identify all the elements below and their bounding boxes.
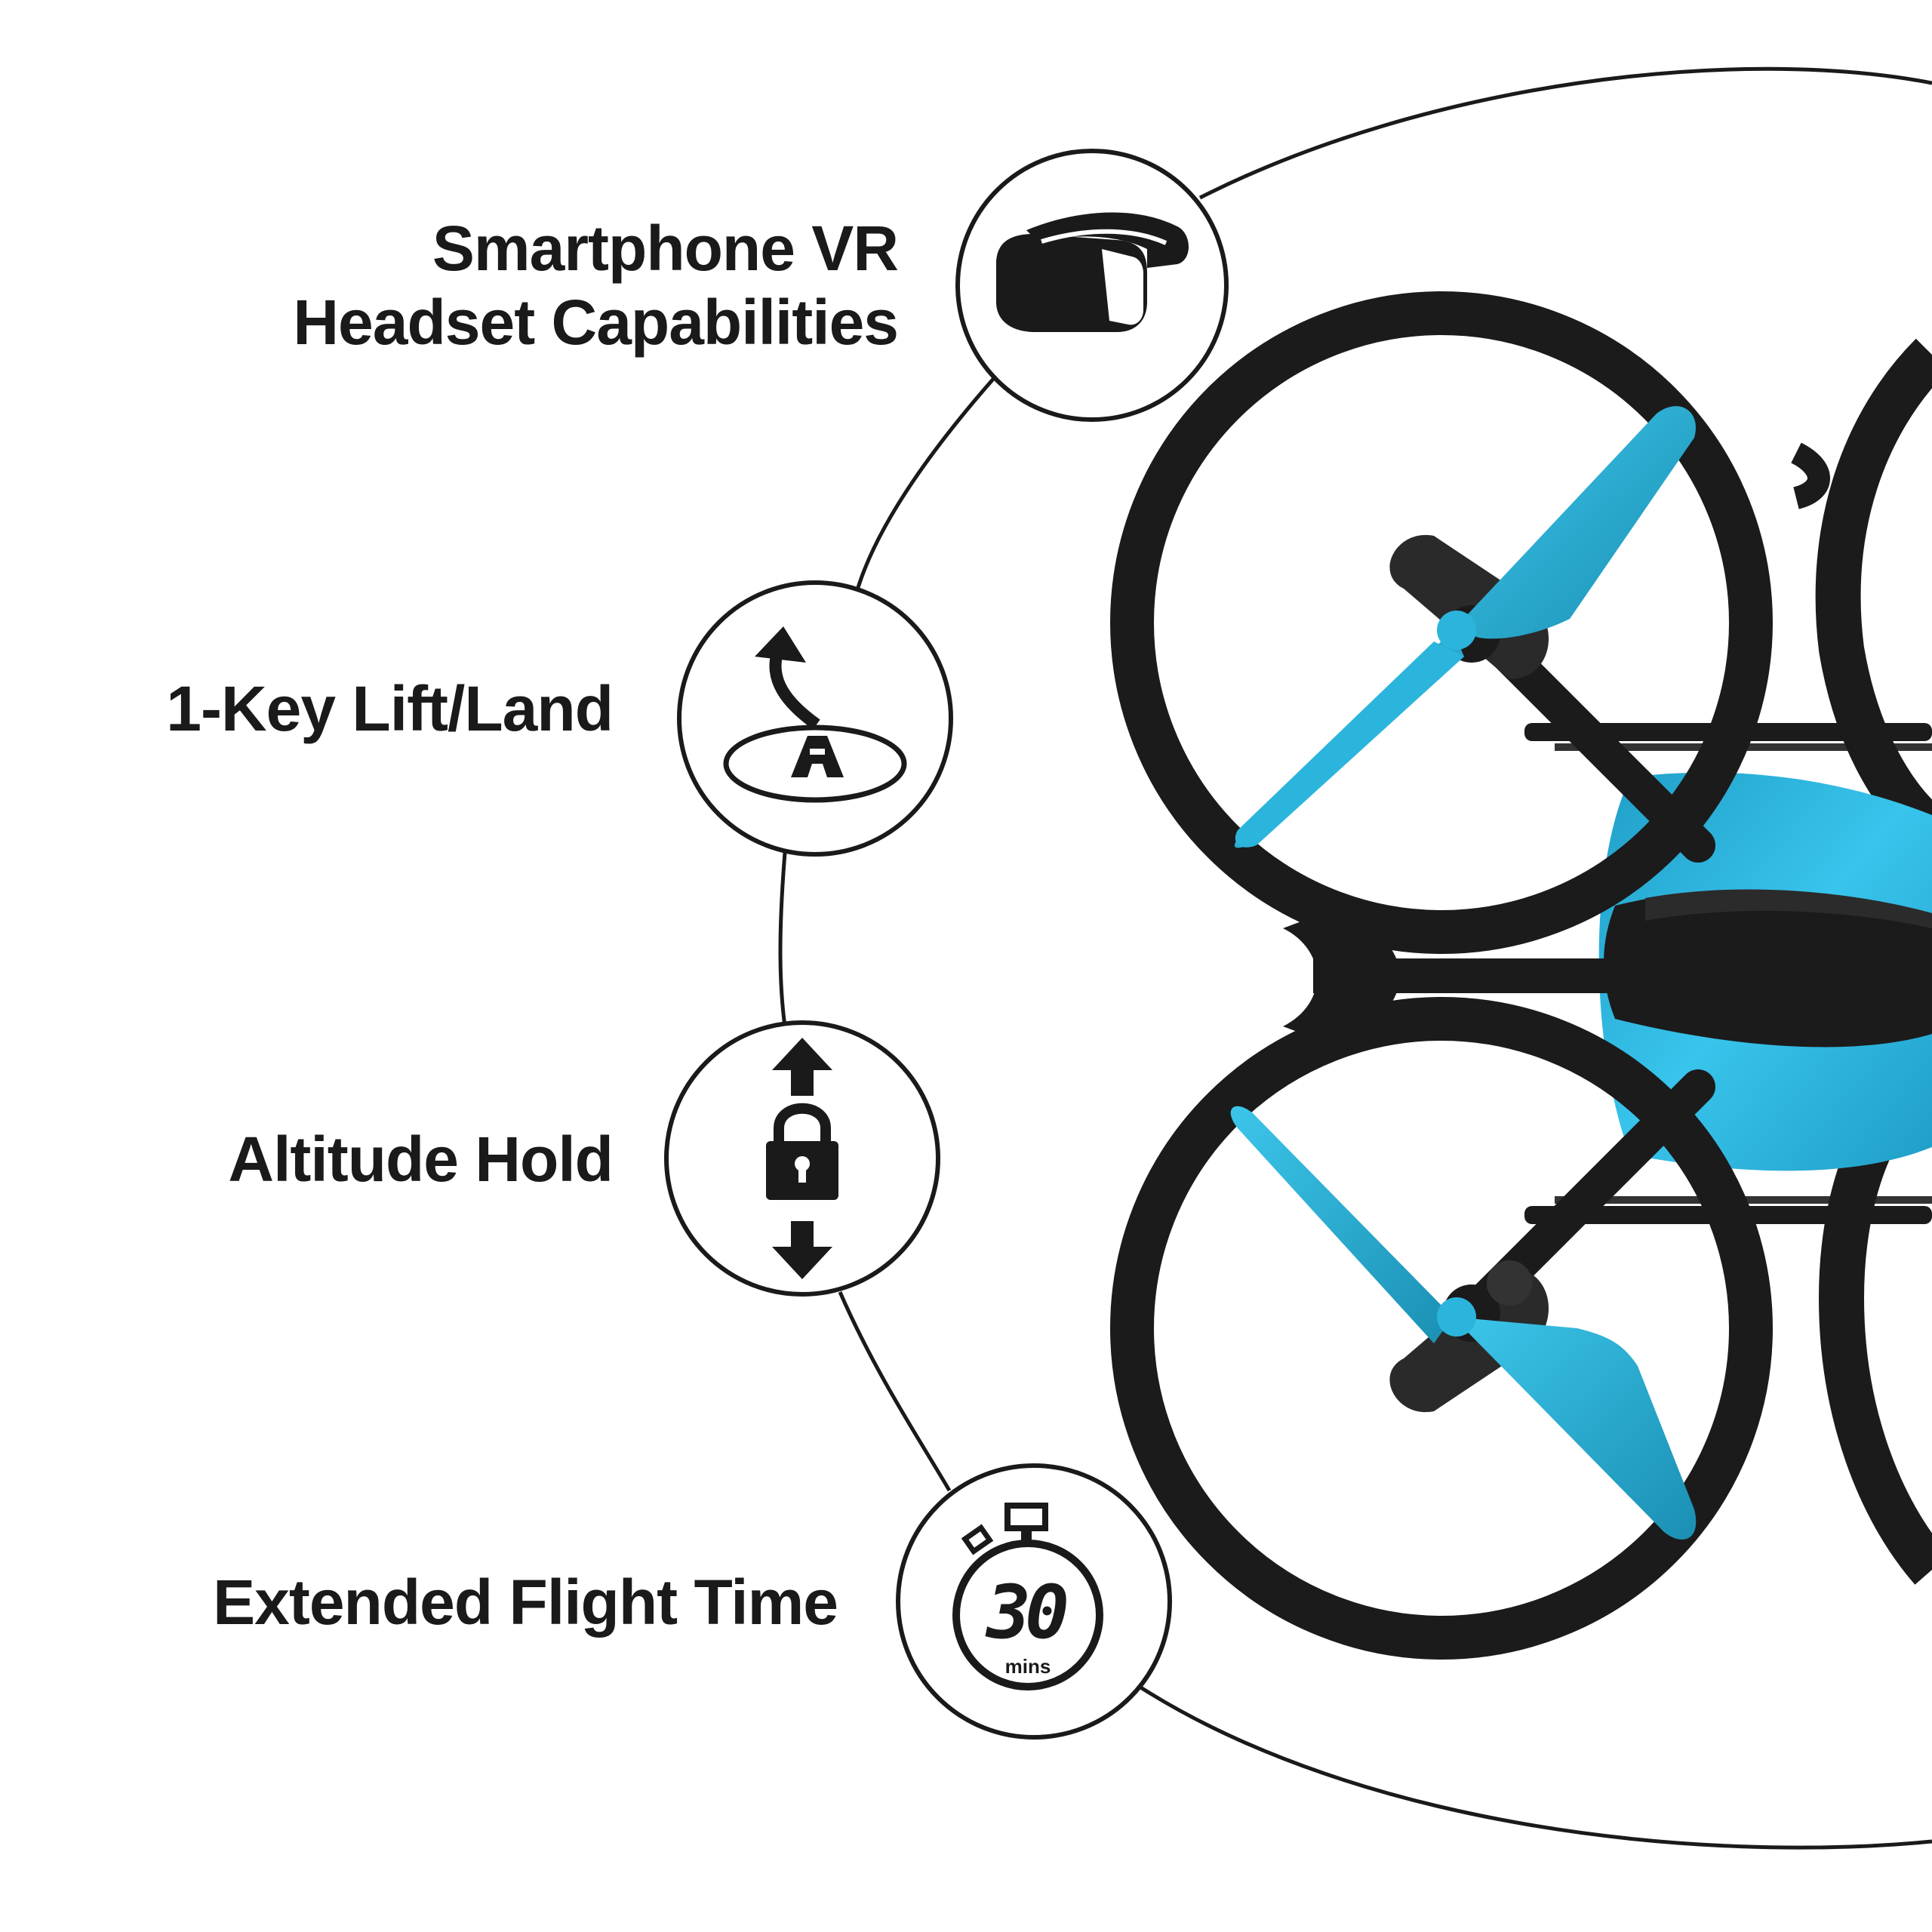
feature-label-altitude-block: Altitude Hold [0, 1122, 614, 1205]
feature-label-vr-line2: Headset Capabilities [293, 287, 899, 358]
connector-arc [854, 376, 996, 593]
outer-outline-arc [1138, 1684, 1932, 1850]
rotor-guard-top-right [1815, 338, 1932, 848]
feature-label-flight: Extended Flight Time [213, 1567, 838, 1638]
feature-label-altitude: Altitude Hold [228, 1124, 614, 1195]
feature-label-lift-block: 1-Key Lift/Land [0, 672, 614, 755]
feature-altitude-hold [664, 1020, 940, 1297]
timer-unit: mins [1005, 1655, 1051, 1678]
drone-image [1110, 291, 1932, 1660]
propeller-bottom-left [1230, 1106, 1697, 1540]
feature-label-vr-line1: Smartphone VR [432, 213, 899, 284]
stopwatch-icon: 30 mins [952, 1503, 1103, 1690]
timer-value: 30 [985, 1570, 1066, 1656]
feature-label-flight-block: Extended Flight Time [0, 1565, 838, 1648]
feature-flight-time: 30 mins [896, 1463, 1172, 1740]
feature-vr [955, 149, 1229, 422]
rotor-guard-top-left [1110, 291, 1773, 954]
vr-headset-icon [996, 212, 1189, 332]
propeller-top-left [1234, 406, 1696, 848]
connector-arc [838, 1291, 952, 1492]
takeoff-landing-icon [723, 626, 907, 803]
feature-lift-land [677, 580, 953, 857]
center-spine [1313, 958, 1932, 993]
feature-label-vr-block: Smartphone VR Headset Capabilities [0, 211, 899, 377]
altitude-lock-icon [766, 1038, 838, 1279]
connector-arc [778, 852, 787, 1027]
rotor-guard-bottom-left [1110, 997, 1773, 1660]
outer-outline-arc [1198, 66, 1932, 200]
feature-label-lift: 1-Key Lift/Land [166, 673, 614, 744]
